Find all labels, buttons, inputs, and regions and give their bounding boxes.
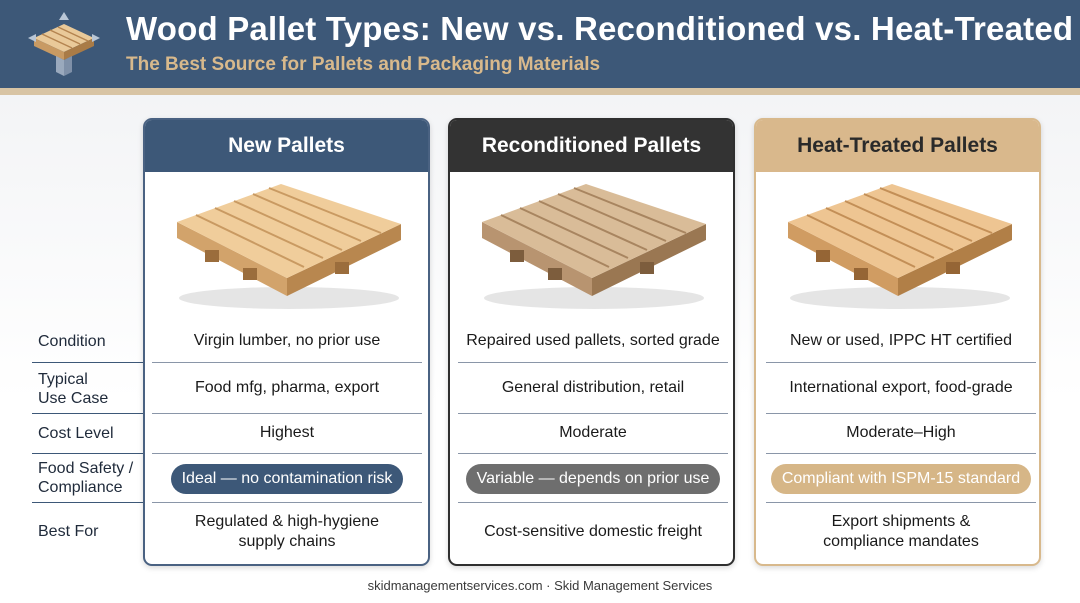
safety-badge: Ideal — no contamination risk xyxy=(170,463,404,494)
row-label-cost: Cost Level xyxy=(38,425,114,442)
cell-cost-reconditioned: Moderate xyxy=(559,424,627,441)
safety-badge: Compliant with ISPM-15 standard xyxy=(770,463,1032,494)
card-reconditioned-pallets: Reconditioned Pallets xyxy=(448,118,735,566)
row-divider xyxy=(458,453,728,454)
card-title: Heat-Treated Pallets xyxy=(756,120,1039,172)
heat-treated-pallet-image xyxy=(788,184,1012,309)
cell-use-case-new: Food mfg, pharma, export xyxy=(194,379,380,396)
row-label-safety: Food Safety / Compliance xyxy=(38,460,134,496)
header-stripe xyxy=(0,88,1080,95)
row-divider xyxy=(32,502,144,503)
row-label-condition: Condition xyxy=(38,333,106,350)
page-subtitle: The Best Source for Pallets and Packagin… xyxy=(126,54,601,75)
cell-safety-reconditioned: Variable — depends on prior use xyxy=(458,463,728,494)
card-title: New Pallets xyxy=(145,120,428,172)
row-label-best-for: Best For xyxy=(38,523,99,540)
cell-use-case-reconditioned: General distribution, retail xyxy=(501,379,685,396)
reconditioned-pallet-image xyxy=(482,184,706,309)
row-divider xyxy=(152,413,422,414)
card-title: Reconditioned Pallets xyxy=(450,120,733,172)
row-divider xyxy=(152,453,422,454)
row-divider xyxy=(152,362,422,363)
row-divider xyxy=(766,362,1036,363)
row-divider xyxy=(32,453,144,454)
new-pallet-image xyxy=(177,184,401,309)
card-new-pallets: New Pallets xyxy=(143,118,430,566)
row-divider xyxy=(32,362,144,363)
cell-condition-heat-treated: New or used, IPPC HT certified xyxy=(789,332,1012,349)
cell-condition-new: Virgin lumber, no prior use xyxy=(193,332,381,349)
cell-safety-heat-treated: Compliant with ISPM-15 standard xyxy=(766,463,1036,494)
row-divider xyxy=(766,413,1036,414)
row-divider xyxy=(458,362,728,363)
row-divider xyxy=(766,453,1036,454)
cell-use-case-heat-treated: International export, food-grade xyxy=(789,379,1013,396)
page-title: Wood Pallet Types: New vs. Reconditioned… xyxy=(126,10,1074,47)
footer-credit: skidmanagementservices.com · Skid Manage… xyxy=(367,578,713,593)
cell-best-for-heat-treated: Export shipments & compliance mandates xyxy=(823,513,979,550)
header-banner xyxy=(0,0,1080,88)
row-label-use-case: Typical Use Case xyxy=(38,371,109,407)
safety-badge: Variable — depends on prior use xyxy=(465,463,721,494)
cell-best-for-reconditioned: Cost-sensitive domestic freight xyxy=(484,523,702,540)
row-divider xyxy=(458,413,728,414)
cell-cost-heat-treated: Moderate–High xyxy=(846,424,956,441)
row-divider xyxy=(152,502,422,503)
cell-safety-new: Ideal — no contamination risk xyxy=(152,463,422,494)
row-divider xyxy=(32,413,144,414)
cell-condition-reconditioned: Repaired used pallets, sorted grade xyxy=(466,332,720,349)
pallet-logo-icon xyxy=(28,12,100,76)
row-divider xyxy=(458,502,728,503)
cell-cost-new: Highest xyxy=(259,424,315,441)
cell-best-for-new: Regulated & high-hygiene supply chains xyxy=(194,513,380,550)
row-divider xyxy=(766,502,1036,503)
